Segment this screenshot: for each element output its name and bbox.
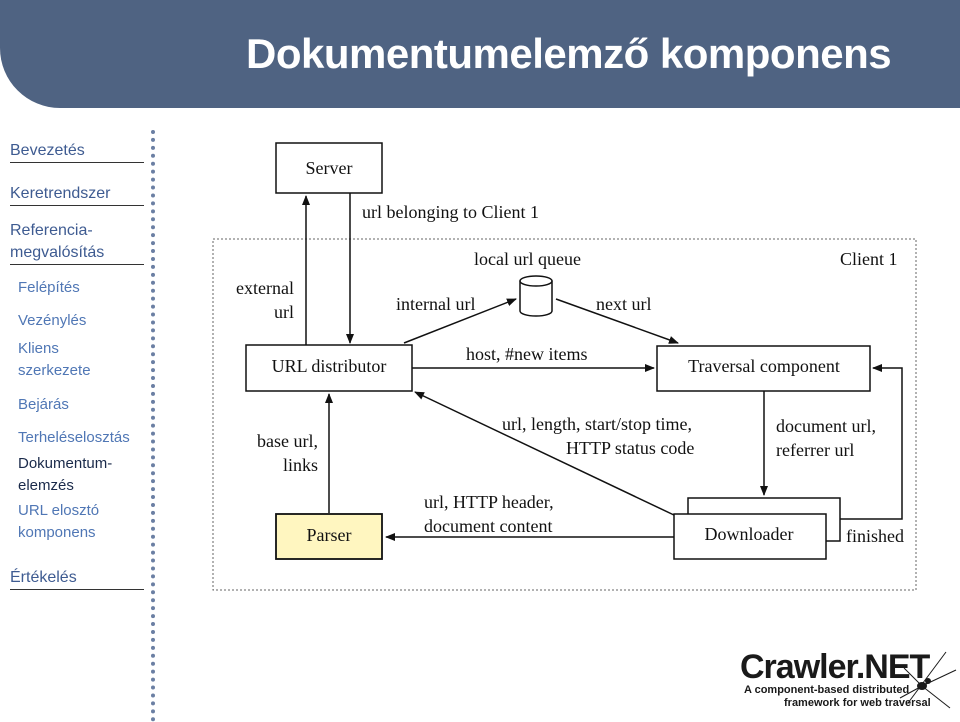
logo-subtitle-line1: A component-based distributed (744, 684, 910, 696)
nav-item-referencia-line1[interactable]: Referencia- (10, 222, 93, 239)
url-distributor-label: URL distributor (272, 356, 387, 376)
document-url-label: document url, (776, 416, 876, 436)
logo-subtitle-line2: framework for web traversal (784, 697, 931, 709)
nav-item-url-eloszto-line2[interactable]: komponens (18, 524, 96, 541)
nav-item-felepites[interactable]: Felépítés (18, 279, 80, 296)
downloader-box (673, 513, 827, 560)
sidebar-separator (151, 130, 155, 722)
referrer-url-label: referrer url (776, 440, 854, 460)
spider-icon (899, 651, 957, 709)
page-title: Dokumentumelemző komponens (246, 30, 892, 77)
external-label: external (236, 278, 294, 298)
nav-item-bevezetes[interactable]: Bevezetés (10, 140, 144, 163)
nav-item-vezenyles[interactable]: Vezénylés (18, 312, 87, 329)
nav-item-dokumentumelemzes-line1[interactable]: Dokumentum- (18, 455, 113, 472)
arrow-finished (840, 364, 903, 520)
arrow-next-url (555, 298, 679, 344)
server-label: Server (306, 158, 353, 178)
arrow-downloader-to-distributor (414, 391, 677, 517)
external-url-label: url (274, 302, 294, 322)
arrow-internal-url (403, 298, 517, 344)
local-url-queue-label: local url queue (474, 249, 581, 269)
finished-label-bg (842, 522, 914, 546)
base-url-label: base url, (257, 431, 318, 451)
nav-item-bejaras[interactable]: Bejárás (18, 396, 69, 413)
client1-boundary (212, 238, 917, 591)
nav-item-kliens-line2[interactable]: szerkezete (18, 362, 91, 379)
traversal-component-label: Traversal component (688, 356, 840, 376)
next-url-label: next url (596, 294, 652, 314)
links-label: links (283, 455, 318, 475)
traversal-component-box (656, 345, 871, 392)
parser-label: Parser (307, 525, 352, 545)
url-belonging-label: url belonging to Client 1 (362, 202, 539, 222)
url-distributor-box (245, 344, 413, 392)
database-icon (519, 275, 553, 317)
nav-item-terheleselosztas[interactable]: Terheléselosztás (18, 429, 130, 446)
nav-item-referencia-line2[interactable]: megvalósítás (10, 242, 144, 265)
nav-item-dokumentumelemzes-line2[interactable]: elemzés (18, 477, 74, 494)
document-content-label: document content (424, 516, 552, 536)
url-http-header-label: url, HTTP header, (424, 492, 554, 512)
downloader-label: Downloader (705, 524, 794, 544)
nav-item-url-eloszto-line1[interactable]: URL elosztó (18, 502, 100, 519)
nav-item-kliens-line1[interactable]: Kliens (18, 340, 59, 357)
parser-box (275, 513, 383, 560)
internal-url-label: internal url (396, 294, 475, 314)
logo-title: Crawler.NET (740, 648, 930, 686)
nav-item-keretrendszer[interactable]: Keretrendszer (10, 183, 144, 206)
header-bar: Dokumentumelemző komponens (0, 0, 960, 108)
client1-label: Client 1 (840, 249, 898, 269)
http-status-label: HTTP status code (566, 438, 694, 458)
crawler-net-logo: Crawler.NET A component-based distribute… (738, 648, 958, 720)
server-box (275, 142, 383, 194)
host-new-items-label: host, #new items (466, 344, 588, 364)
finished-label: finished (846, 526, 904, 546)
nav-item-ertekeles[interactable]: Értékelés (10, 567, 144, 590)
url-length-label: url, length, start/stop time, (502, 414, 692, 434)
